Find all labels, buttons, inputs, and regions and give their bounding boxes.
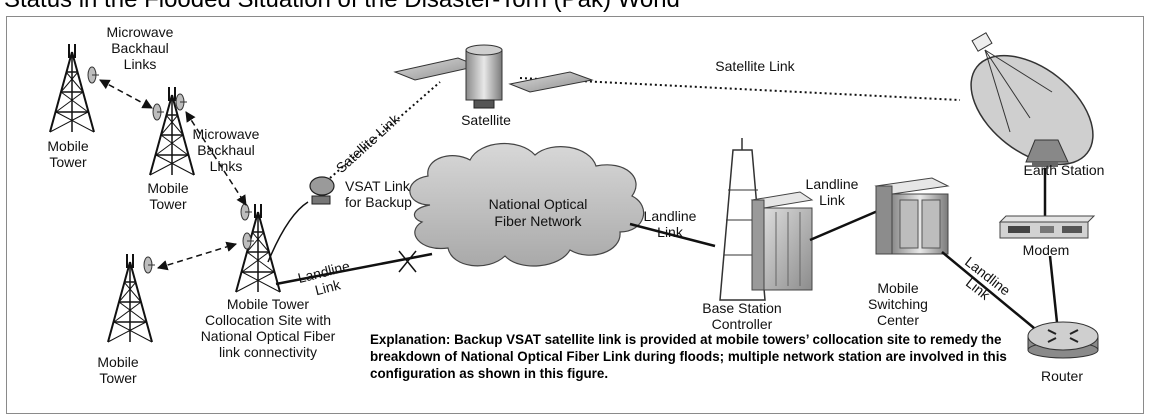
figure-border bbox=[6, 16, 1144, 414]
optical-fiber-cloud bbox=[409, 143, 645, 267]
label-mobile-tower-3: Mobile Tower bbox=[97, 354, 139, 386]
bsc-equipment bbox=[719, 138, 814, 301]
label-modem: Modem bbox=[1022, 242, 1070, 258]
mobile-tower-1 bbox=[49, 43, 95, 133]
explanation-text: Explanation: Backup VSAT satellite link … bbox=[370, 332, 1007, 381]
label-landline-link-3: Landline Link bbox=[805, 176, 859, 208]
label-cloud: National Optical Fiber Network bbox=[488, 196, 588, 229]
msc-equipment bbox=[874, 177, 950, 255]
label-vsat-link: VSAT Link for Backup bbox=[345, 178, 412, 210]
label-mobile-tower-2: Mobile Tower bbox=[147, 180, 189, 212]
router bbox=[1027, 321, 1099, 359]
label-landline-link-2: Landline Link bbox=[643, 208, 697, 240]
modem bbox=[998, 215, 1096, 239]
label-collocation-site: Mobile Tower Collocation Site with Natio… bbox=[200, 296, 336, 360]
cut-title: Status in the Flooded Situation of the D… bbox=[4, 0, 680, 14]
label-mobile-tower-1: Mobile Tower bbox=[47, 138, 89, 170]
label-satellite-link-top: Satellite Link bbox=[715, 58, 795, 74]
label-earth-station: Earth Station bbox=[1023, 162, 1105, 178]
label-microwave-backhaul-1: Microwave Backhaul Links bbox=[106, 24, 174, 72]
earth-station-dish bbox=[970, 32, 1094, 167]
label-satellite: Satellite bbox=[461, 112, 511, 128]
label-bsc: Base Station Controller bbox=[702, 300, 782, 332]
label-msc: Mobile Switching Center bbox=[868, 280, 928, 328]
mobile-tower-2 bbox=[149, 86, 195, 176]
label-microwave-backhaul-2: Microwave Backhaul Links bbox=[192, 126, 260, 174]
satellite bbox=[393, 44, 594, 109]
label-router: Router bbox=[1040, 368, 1084, 384]
vsat-dish bbox=[309, 176, 335, 196]
